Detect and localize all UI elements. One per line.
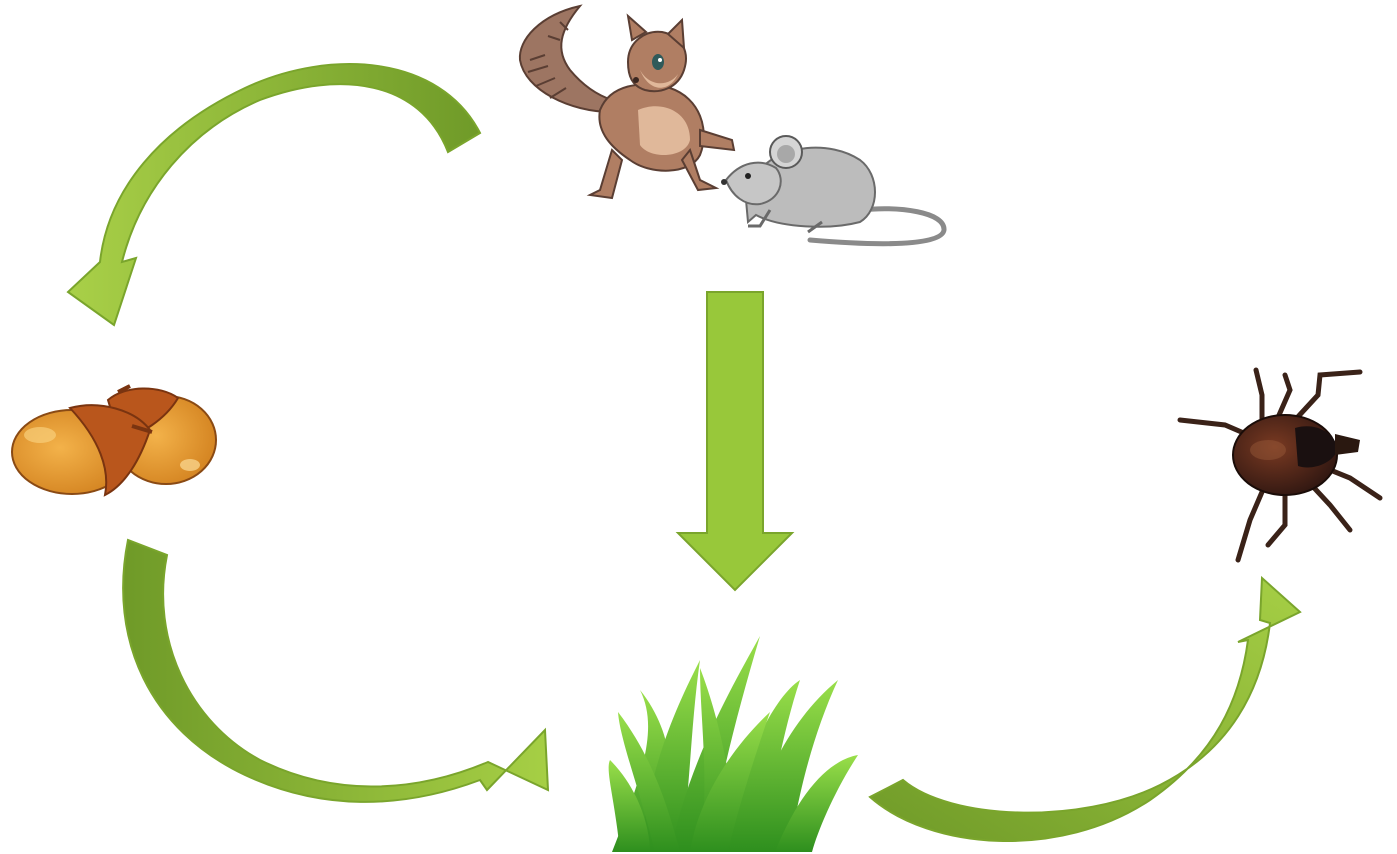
arrow-acorns-to-grass [123,540,548,802]
arrow-rodents-to-acorns [68,64,480,325]
grass-icon [609,636,858,852]
squirrel-icon [520,6,734,198]
arrow-rodents-to-grass [678,292,792,590]
acorn-icon [12,386,216,495]
tick-icon [1180,370,1380,560]
mouse-icon [721,136,944,244]
arrow-grass-to-tick [870,578,1300,841]
